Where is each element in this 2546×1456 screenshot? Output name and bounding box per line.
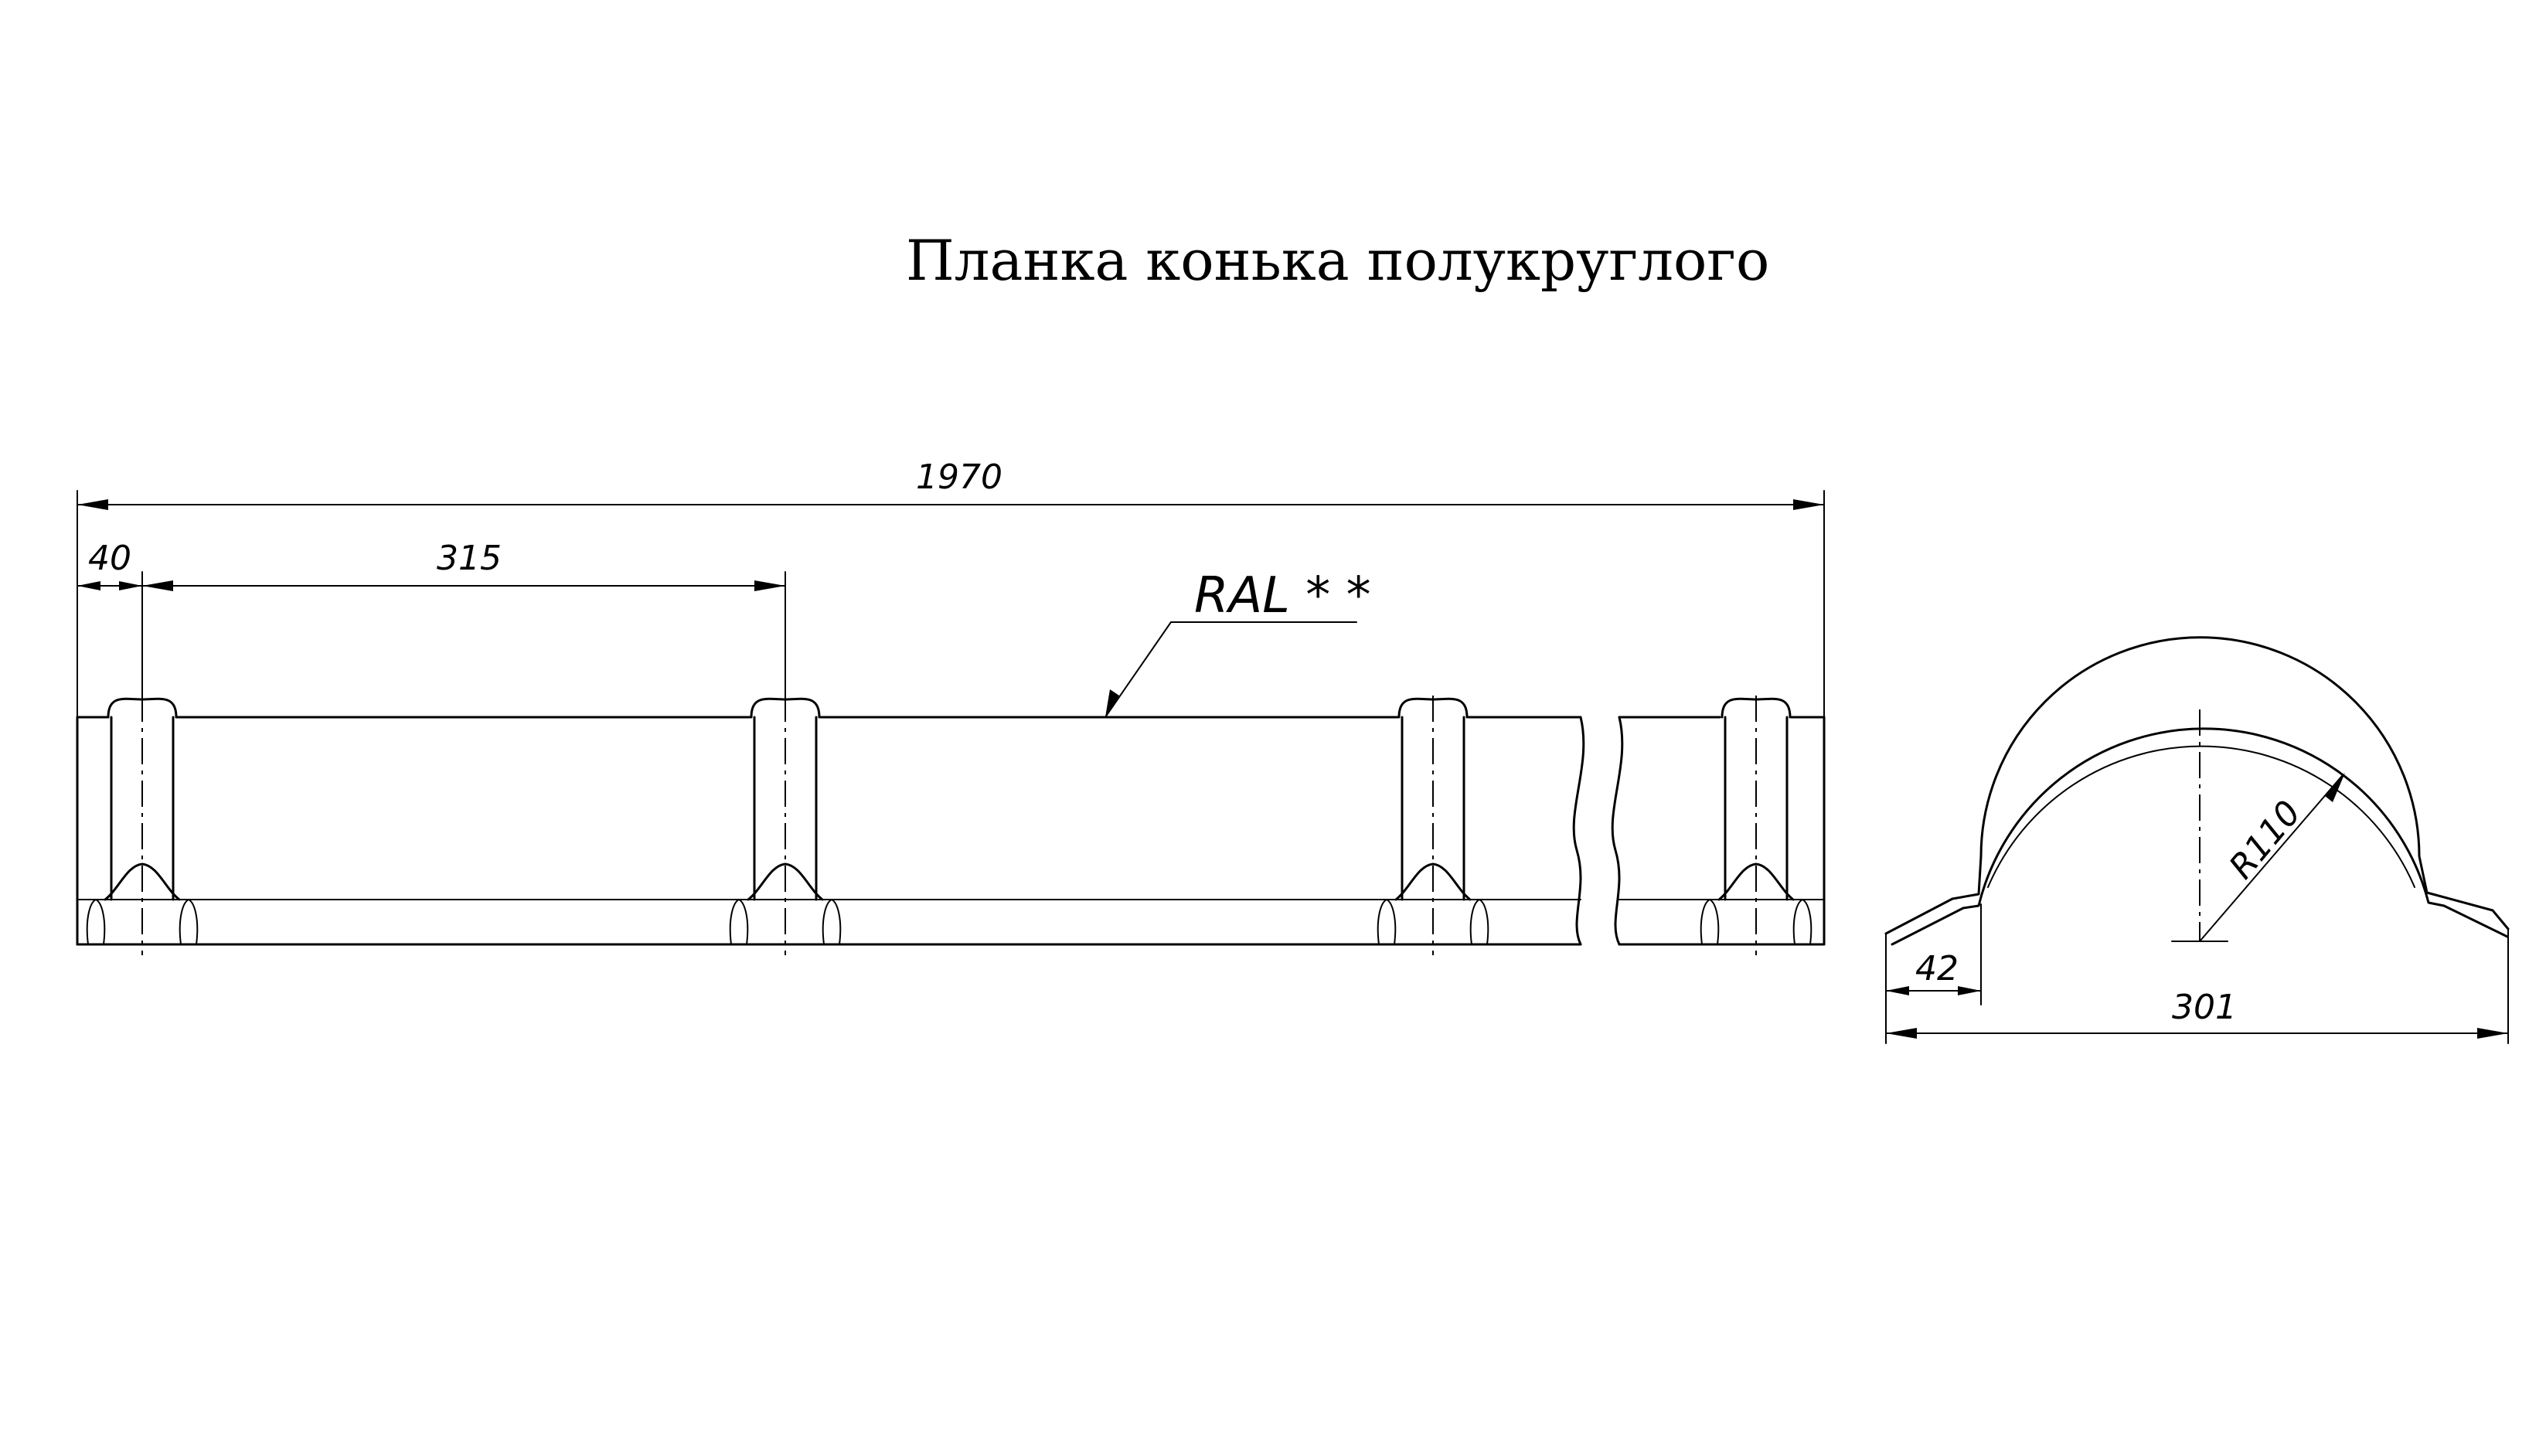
- arrowhead: [2477, 1028, 2508, 1039]
- coating-label: RAL * *: [1194, 567, 1371, 624]
- arrowhead: [2325, 773, 2345, 802]
- arrowhead: [1105, 689, 1119, 717]
- profile-thickness-arc: [1987, 745, 2415, 888]
- arrowhead: [1958, 986, 1981, 995]
- rib-lobe-right: [1792, 898, 1812, 945]
- dimension-profile-width: 301: [1885, 928, 2509, 1044]
- rib-lobe-left: [1377, 898, 1397, 945]
- ridge-side-view: [76, 716, 1826, 946]
- profile-inner-contour: [1891, 727, 2509, 946]
- rib-stamp-cone: [1717, 862, 1795, 901]
- arrowhead: [1886, 1028, 1917, 1039]
- rib-lobe-right: [822, 898, 842, 945]
- arrowhead: [1886, 986, 1909, 995]
- dimension-overall: 1970: [77, 458, 1825, 718]
- rib-lobe-right: [1469, 898, 1489, 945]
- rib-lobe-left: [86, 898, 106, 945]
- arrowhead: [77, 581, 100, 590]
- dimension-flange: 42: [1885, 903, 1982, 1044]
- arrowhead: [1793, 499, 1824, 510]
- dimension-label-profile-width: 301: [2172, 988, 2237, 1027]
- rib-stamp-cone: [1394, 862, 1472, 901]
- arrowhead: [119, 581, 142, 590]
- rib-stamp-cone: [747, 862, 824, 901]
- arrowhead: [754, 580, 785, 591]
- dimension-label-pitch: 315: [437, 539, 502, 578]
- profile-outer-contour: [1884, 636, 2510, 935]
- ridge-profile-view: R110: [1884, 636, 2510, 946]
- arrowhead: [142, 580, 173, 591]
- rib-lobe-left: [729, 898, 749, 945]
- arrowhead: [77, 499, 108, 510]
- break-line-right: [1611, 716, 1624, 946]
- leader-line: [1105, 621, 1172, 718]
- rib-lobe-left: [1700, 898, 1720, 945]
- dimension-edge-offset: 40: [77, 539, 143, 696]
- break-line-left: [1572, 716, 1585, 946]
- dimension-label-overall: 1970: [916, 458, 1002, 497]
- rib-stamp-cone: [104, 862, 181, 901]
- coating-callout: RAL * *: [1105, 567, 1371, 718]
- dimension-pitch: 315: [141, 539, 786, 696]
- dimension-label-edge: 40: [88, 539, 131, 578]
- drawing-title: Планка конька полукруглого: [906, 228, 1769, 293]
- ribs-group: [86, 696, 1812, 955]
- radius-dimension-line: [2199, 775, 2343, 942]
- rib-lobe-right: [179, 898, 199, 945]
- radius-label: R110: [2221, 794, 2309, 887]
- dimension-label-flange: 42: [1915, 949, 1959, 988]
